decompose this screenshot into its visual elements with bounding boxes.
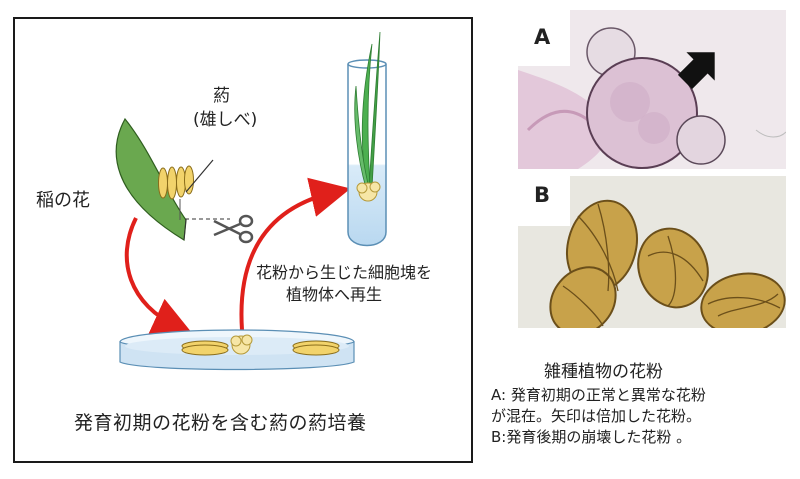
red-curved-arrow-icon bbox=[124, 217, 193, 336]
black-arrow-icon bbox=[677, 52, 715, 90]
scissors-icon bbox=[213, 214, 254, 244]
stamen-label: (雄しべ) bbox=[193, 110, 258, 130]
regeneration-label-line1: 花粉から生じた細胞塊を bbox=[256, 263, 433, 282]
rice-flower bbox=[115, 117, 187, 242]
anther-label: 葯 bbox=[213, 86, 230, 106]
test-tube bbox=[347, 31, 387, 247]
rice-flower-label: 稲の花 bbox=[36, 190, 90, 211]
red-curved-arrow-icon bbox=[239, 177, 351, 331]
anther-pointer-line bbox=[185, 159, 214, 193]
photo-caption-title: 雑種植物の花粉 bbox=[544, 362, 663, 382]
diagram-caption: 発育初期の花粉を含む葯の葯培養 bbox=[74, 412, 367, 434]
anthers bbox=[158, 165, 194, 220]
petri-dish bbox=[119, 329, 355, 371]
regeneration-label-line2: 植物体へ再生 bbox=[286, 285, 383, 304]
photo-caption-line: が混在。矢印は倍加した花粉。 bbox=[491, 407, 702, 425]
photo-a-letter: A bbox=[534, 25, 551, 49]
photo-caption-line: B:発育後期の崩壊した花粉 。 bbox=[491, 428, 692, 446]
pollen-photo-b bbox=[518, 176, 786, 328]
pollen-photo-a bbox=[518, 10, 786, 169]
photo-b-letter: B bbox=[534, 183, 551, 207]
diagram-frame bbox=[13, 17, 473, 463]
photo-caption-line: A: 発育初期の正常と異常な花粉 bbox=[491, 386, 706, 404]
